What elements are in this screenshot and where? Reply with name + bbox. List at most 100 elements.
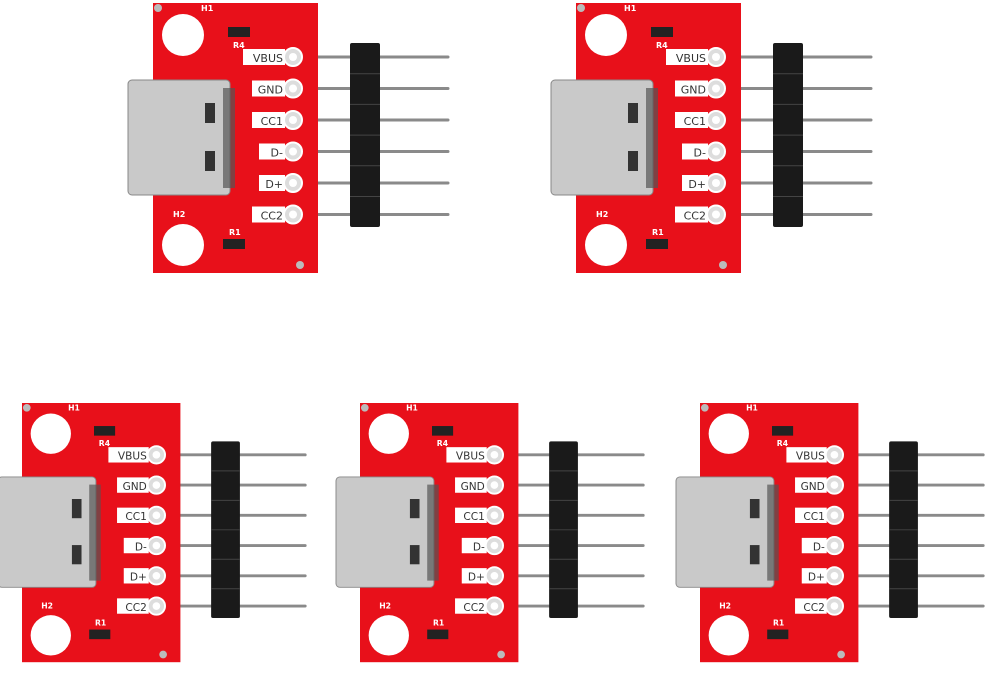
- pin-label-bg: [455, 598, 487, 614]
- corner-via: [719, 261, 727, 269]
- silkscreen-r4: R4: [99, 439, 110, 448]
- silkscreen-r1: R1: [433, 619, 444, 628]
- pin-label-bg: [455, 507, 487, 523]
- pin-label-cc2: CC2: [803, 602, 824, 614]
- corner-via: [837, 650, 845, 659]
- connector-tab: [749, 499, 760, 519]
- pad-hole: [712, 210, 720, 219]
- connector-tab: [409, 545, 420, 565]
- pad-hole: [289, 53, 297, 61]
- resistor-r4: [228, 27, 250, 37]
- pin-label-bg: [259, 143, 285, 160]
- pad-hole: [289, 179, 297, 187]
- corner-via: [700, 403, 709, 412]
- pad-hole: [712, 84, 720, 93]
- connector-tab: [628, 151, 638, 171]
- pin-label-bg: [252, 80, 285, 97]
- pad-hole: [490, 511, 499, 520]
- connector-tab: [205, 151, 215, 171]
- pin-label-gnd: GND: [258, 84, 283, 97]
- pad-hole: [490, 602, 499, 610]
- pad-hole: [152, 541, 161, 550]
- silkscreen-h2: H2: [41, 601, 53, 610]
- pin-label-dminus: D-: [271, 147, 283, 160]
- pad-hole: [830, 571, 839, 580]
- silkscreen-r4: R4: [777, 439, 788, 448]
- pin-label-bg: [675, 80, 708, 97]
- pin-label-dplus: D+: [688, 178, 706, 191]
- pin-label-dplus: D+: [468, 572, 485, 584]
- connector-solder-pins: [646, 88, 658, 188]
- pin-label-bg: [801, 537, 827, 554]
- corner-via: [577, 4, 585, 12]
- pin-label-cc1: CC1: [125, 511, 146, 523]
- pad-hole: [289, 84, 297, 93]
- pin-label-bg: [675, 112, 708, 128]
- mounting-hole-bottom: [368, 615, 409, 656]
- usb-c-connector: [675, 476, 775, 588]
- silkscreen-h2: H2: [379, 601, 391, 610]
- connector-tab: [71, 545, 82, 565]
- pin-label-bg: [682, 175, 708, 191]
- connector-tab: [628, 103, 638, 123]
- connector-solder-pins: [767, 484, 779, 581]
- pin-label-bg: [446, 447, 487, 463]
- resistor-r1: [646, 239, 668, 249]
- resistor-r4: [651, 27, 673, 37]
- usb-c-connector: [127, 79, 231, 196]
- pin-label-dminus: D-: [694, 147, 706, 160]
- pin-label-bg: [675, 206, 708, 223]
- pin-label-cc2: CC2: [125, 602, 146, 614]
- corner-via: [159, 650, 167, 659]
- corner-via: [22, 403, 31, 412]
- pin-label-bg: [461, 537, 487, 554]
- pin-label-bg: [117, 507, 149, 523]
- connector-tab: [749, 545, 760, 565]
- resistor-r1: [223, 239, 245, 249]
- pin-label-bg: [123, 568, 149, 584]
- connector-solder-pins: [427, 484, 439, 581]
- pin-label-gnd: GND: [461, 481, 485, 493]
- usb-c-connector: [335, 476, 435, 588]
- pin-label-bg: [252, 206, 285, 223]
- pad-hole: [289, 147, 297, 156]
- pin-label-dminus: D-: [135, 541, 147, 553]
- pad-hole: [152, 602, 161, 610]
- pin-label-bg: [795, 477, 827, 493]
- pin-label-bg: [795, 507, 827, 523]
- pin-label-bg: [786, 447, 827, 463]
- pin-label-bg: [243, 49, 285, 65]
- pin-label-bg: [795, 598, 827, 614]
- pin-label-dplus: D+: [265, 178, 283, 191]
- pin-label-dminus: D-: [473, 541, 485, 553]
- pin-label-cc2: CC2: [463, 602, 484, 614]
- pin-label-bg: [461, 568, 487, 584]
- pad-hole: [490, 541, 499, 550]
- silkscreen-r4: R4: [437, 439, 448, 448]
- silkscreen-r1: R1: [229, 228, 241, 237]
- connector-solder-pins: [89, 484, 101, 581]
- pad-hole: [712, 53, 720, 61]
- pad-hole: [712, 116, 720, 124]
- mounting-hole-bottom: [708, 615, 749, 656]
- corner-via: [154, 4, 162, 12]
- silkscreen-h1: H1: [406, 404, 418, 413]
- pad-hole: [490, 571, 499, 580]
- silkscreen-r4: R4: [656, 41, 668, 50]
- pin-label-bg: [108, 447, 149, 463]
- mounting-hole-top: [708, 413, 749, 454]
- pin-label-cc1: CC1: [803, 511, 824, 523]
- pin-label-cc2: CC2: [261, 210, 283, 223]
- mounting-hole-top: [368, 413, 409, 454]
- pad-hole: [289, 116, 297, 124]
- pin-label-gnd: GND: [123, 481, 147, 493]
- pin-label-vbus: VBUS: [118, 451, 147, 463]
- pad-hole: [152, 571, 161, 580]
- silkscreen-r1: R1: [652, 228, 664, 237]
- pad-hole: [830, 481, 839, 489]
- pin-label-bg: [682, 143, 708, 160]
